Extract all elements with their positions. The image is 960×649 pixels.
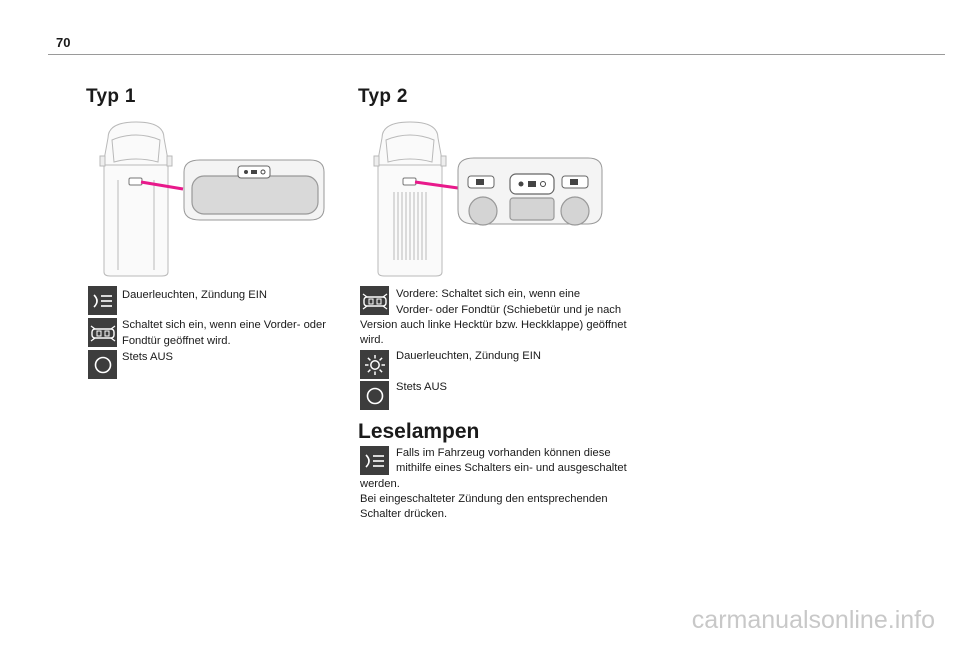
type1-icon-1 xyxy=(88,286,117,315)
van-top-view xyxy=(373,121,447,277)
reading-lamp-icon xyxy=(364,453,384,468)
pointer-line xyxy=(414,180,459,190)
pointer-line xyxy=(140,180,184,191)
reading-lamps-line-1: Falls im Fahrzeug vorhanden können diese xyxy=(396,447,611,459)
type1-entry-2-line-2: Fondtür geöffnet wird. xyxy=(122,335,231,347)
light-off-circle-icon xyxy=(94,356,111,373)
type2-entry-1-line-3: Version auch linke Hecktür bzw. Heckklap… xyxy=(360,319,627,331)
light-off-circle-icon xyxy=(366,387,383,404)
reading-lamps-line-2: mithilfe eines Schalters ein- und ausges… xyxy=(396,462,627,474)
type2-entry-1-line-4: wird. xyxy=(360,334,384,346)
dome-light-unit xyxy=(457,157,603,226)
reading-lamps-heading: Leselampen xyxy=(358,420,480,443)
type1-heading: Typ 1 xyxy=(86,86,136,107)
reading-lamps-line-3: werden. xyxy=(360,478,400,490)
type2-heading: Typ 2 xyxy=(358,86,408,107)
type1-illustration xyxy=(99,121,325,277)
type2-entry-1-line-1: Vordere: Schaltet sich ein, wenn eine xyxy=(396,288,581,300)
page-number: 70 xyxy=(56,35,71,50)
reading-lamps-line-5: Schalter drücken. xyxy=(360,508,448,520)
type2-entry-3-text: Stets AUS xyxy=(396,381,447,393)
dome-light-on-icon xyxy=(92,293,112,308)
type2-illustration xyxy=(373,121,603,277)
door-open-light-icon xyxy=(90,325,115,341)
type2-icon-1 xyxy=(360,286,389,315)
type2-entry-2-text: Dauerleuchten, Zündung EIN xyxy=(396,350,541,362)
van-light-marker xyxy=(128,177,143,186)
type2-icon-3 xyxy=(360,381,389,410)
reading-lamps-line-4: Bei eingeschalteter Zündung den entsprec… xyxy=(360,493,608,505)
dome-light-unit xyxy=(183,159,325,221)
type2-entry-1-line-2: Vorder- oder Fondtür (Schiebetür und je … xyxy=(396,304,622,316)
watermark: carmanualsonline.info xyxy=(691,606,935,634)
type1-entry-1-text: Dauerleuchten, Zündung EIN xyxy=(122,289,267,301)
type1-entry-3-text: Stets AUS xyxy=(122,351,173,363)
van-light-marker xyxy=(402,177,417,186)
door-open-light-icon xyxy=(362,293,387,309)
type2-icon-2 xyxy=(360,350,389,379)
sun-light-icon xyxy=(364,354,385,375)
type1-icon-3 xyxy=(88,350,117,379)
reading-lamps-icon-box xyxy=(360,446,389,475)
header-rule xyxy=(48,54,945,55)
type1-icon-2 xyxy=(88,318,117,347)
van-top-view xyxy=(99,121,173,277)
type1-entry-2-line-1: Schaltet sich ein, wenn eine Vorder- ode… xyxy=(122,319,326,331)
